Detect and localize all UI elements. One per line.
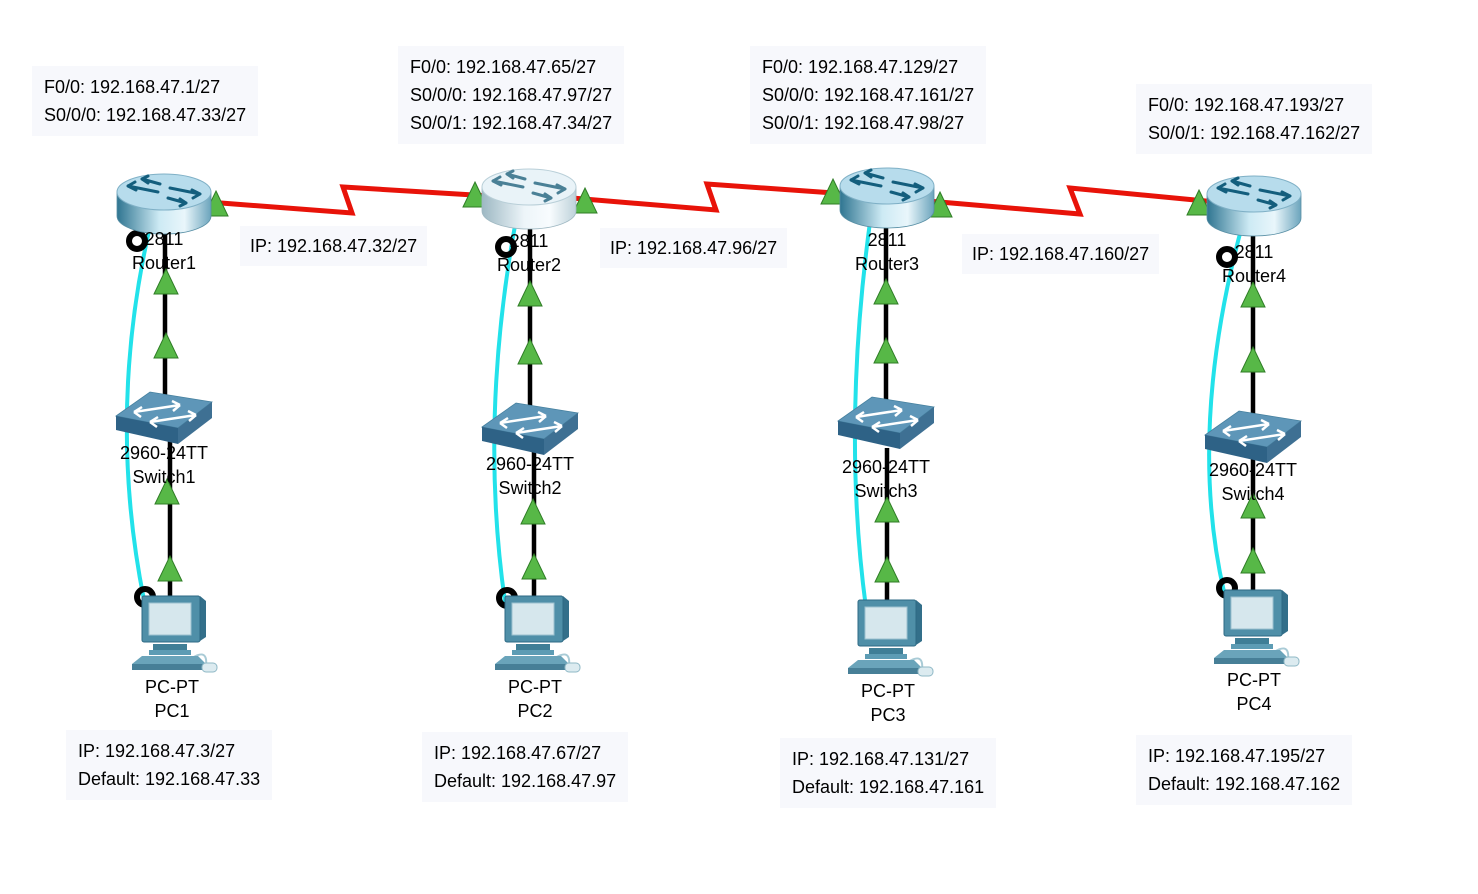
note-line: F0/0: 192.168.47.1/27 (44, 77, 221, 97)
note-line: IP: 192.168.47.131/27 (792, 749, 970, 769)
device-model: 2960-24TT (485, 454, 575, 474)
device-model: PC-PT (1227, 670, 1281, 690)
device-name: Router4 (1221, 266, 1287, 286)
note-line: IP: 192.168.47.195/27 (1148, 746, 1326, 766)
device-name: Switch4 (1221, 484, 1285, 504)
note-line: IP: 192.168.47.3/27 (78, 741, 236, 761)
note-line: Default: 192.168.47.161 (792, 777, 985, 797)
console-cable-router4-pc4[interactable] (1207, 225, 1244, 593)
note-line: S0/0/0: 192.168.47.161/27 (762, 85, 975, 105)
switch-icon-switch4[interactable] (1203, 409, 1303, 465)
note-line: S0/0/1: 192.168.47.34/27 (410, 113, 613, 133)
serial-cable-router1-router2[interactable] (207, 184, 491, 216)
device-name: Switch2 (498, 478, 562, 498)
pc-icon-pc2[interactable] (494, 595, 581, 673)
link-up-arrow-icon (1240, 346, 1266, 373)
device-label-pc2: PC-PT PC2 (435, 675, 635, 723)
pc-icon-pc4[interactable] (1213, 589, 1300, 667)
device-name: PC2 (517, 701, 553, 721)
link-up-arrow-icon (517, 280, 543, 307)
note-line: S0/0/1: 192.168.47.98/27 (762, 113, 965, 133)
note-pc1-addressing: IP: 192.168.47.3/27 Default: 192.168.47.… (66, 730, 273, 800)
device-label-switch3: 2960-24TT Switch3 (786, 455, 986, 503)
note-pc4-addressing: IP: 192.168.47.195/27 Default: 192.168.4… (1136, 735, 1353, 805)
device-model: PC-PT (861, 681, 915, 701)
link-up-arrow-icon (1240, 547, 1266, 574)
note-router1-interfaces: F0/0: 192.168.47.1/27 S0/0/0: 192.168.47… (32, 66, 259, 136)
note-line: F0/0: 192.168.47.193/27 (1148, 95, 1345, 115)
router-icon-router3[interactable] (838, 166, 936, 230)
device-model: 2811 (867, 230, 907, 250)
router-icon-router4[interactable] (1205, 174, 1303, 238)
device-label-router1: 2811 Router1 (64, 227, 264, 275)
router-icon-router2[interactable] (480, 167, 578, 231)
device-model: PC-PT (508, 677, 562, 697)
device-name: Router1 (131, 253, 197, 273)
switch-icon-switch3[interactable] (836, 395, 936, 451)
device-model: 2960-24TT (841, 457, 931, 477)
note-line: S0/0/0: 192.168.47.97/27 (410, 85, 613, 105)
note-router3-interfaces: F0/0: 192.168.47.129/27 S0/0/0: 192.168.… (750, 46, 987, 144)
link-up-arrow-icon (517, 338, 543, 365)
device-label-pc4: PC-PT PC4 (1154, 668, 1354, 716)
note-pc2-addressing: IP: 192.168.47.67/27 Default: 192.168.47… (422, 732, 629, 802)
note-serial-link3-subnet: IP: 192.168.47.160/27 (962, 234, 1160, 274)
device-label-pc3: PC-PT PC3 (788, 679, 988, 727)
note-line: F0/0: 192.168.47.129/27 (762, 57, 959, 77)
device-name: PC3 (870, 705, 906, 725)
device-model: 2811 (144, 229, 184, 249)
pc-icon-pc1[interactable] (131, 595, 218, 673)
note-line: F0/0: 192.168.47.65/27 (410, 57, 597, 77)
device-label-router3: 2811 Router3 (787, 228, 987, 276)
device-model: 2811 (1234, 242, 1274, 262)
note-line: S0/0/0: 192.168.47.33/27 (44, 105, 247, 125)
link-up-arrow-icon (873, 278, 899, 305)
device-model: 2811 (509, 231, 549, 251)
link-up-arrow-icon (521, 553, 547, 580)
note-line: Default: 192.168.47.97 (434, 771, 617, 791)
note-serial-link1-subnet: IP: 192.168.47.32/27 (240, 226, 428, 266)
device-name: Router2 (496, 255, 562, 275)
device-model: 2960-24TT (1208, 460, 1298, 480)
console-cable-router2-pc2[interactable] (492, 219, 518, 603)
note-line: Default: 192.168.47.33 (78, 769, 261, 789)
link-up-arrow-icon (874, 556, 900, 583)
link-up-arrow-icon (157, 555, 183, 582)
pc-icon-pc3[interactable] (847, 599, 934, 677)
note-pc3-addressing: IP: 192.168.47.131/27 Default: 192.168.4… (780, 738, 997, 808)
device-model: 2960-24TT (119, 443, 209, 463)
router-icon-router1[interactable] (115, 172, 213, 236)
device-label-switch2: 2960-24TT Switch2 (430, 452, 630, 500)
note-line: S0/0/1: 192.168.47.162/27 (1148, 123, 1361, 143)
device-name: PC1 (154, 701, 190, 721)
device-label-router2: 2811 Router2 (429, 229, 629, 277)
device-name: Switch3 (854, 481, 918, 501)
link-up-arrow-icon (520, 498, 546, 525)
device-label-pc1: PC-PT PC1 (72, 675, 272, 723)
note-line: Default: 192.168.47.162 (1148, 774, 1341, 794)
link-up-arrow-icon (153, 332, 179, 359)
link-up-arrow-icon (873, 337, 899, 364)
device-name: PC4 (1236, 694, 1272, 714)
device-name: Router3 (854, 254, 920, 274)
serial-cable-router3-router4[interactable] (927, 185, 1217, 217)
switch-icon-switch1[interactable] (114, 390, 214, 446)
note-line: IP: 192.168.47.67/27 (434, 743, 602, 763)
device-name: Switch1 (132, 467, 196, 487)
device-model: PC-PT (145, 677, 199, 697)
note-router4-interfaces: F0/0: 192.168.47.193/27 S0/0/1: 192.168.… (1136, 84, 1373, 154)
note-router2-interfaces: F0/0: 192.168.47.65/27 S0/0/0: 192.168.4… (398, 46, 625, 144)
device-label-switch1: 2960-24TT Switch1 (64, 441, 264, 489)
note-serial-link2-subnet: IP: 192.168.47.96/27 (600, 228, 788, 268)
serial-cable-router2-router3[interactable] (571, 181, 849, 213)
device-label-switch4: 2960-24TT Switch4 (1153, 458, 1353, 506)
device-label-router4: 2811 Router4 (1154, 240, 1354, 288)
